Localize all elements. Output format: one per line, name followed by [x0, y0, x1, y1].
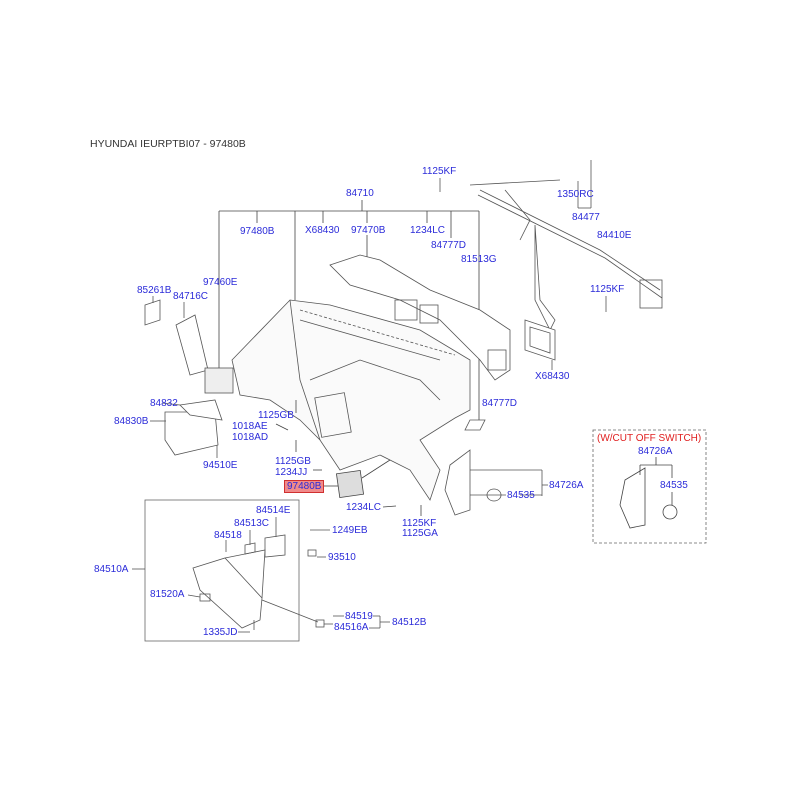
part-label-84726a[interactable]: 84726A	[638, 446, 673, 457]
part-label-84410e[interactable]: 84410E	[597, 230, 632, 241]
diagram-title: HYUNDAI IEURPTBI07 - 97480B	[90, 138, 246, 150]
part-label-84535[interactable]: 84535	[660, 480, 688, 491]
part-label-84777d[interactable]: 84777D	[482, 398, 518, 409]
part-label-84477[interactable]: 84477	[572, 212, 600, 223]
glove-box-group	[132, 499, 390, 642]
side-cover-left	[144, 296, 234, 458]
part-label-85261b[interactable]: 85261B	[137, 285, 172, 296]
part-label-1125ga[interactable]: 1125GA	[402, 528, 438, 539]
part-label-1350rc[interactable]: 1350RC	[557, 189, 594, 200]
part-label-84514e[interactable]: 84514E	[256, 505, 291, 516]
side-cover-right	[444, 419, 548, 516]
part-label-1125gb[interactable]: 1125GB	[258, 410, 294, 421]
part-label-1249eb[interactable]: 1249EB	[332, 525, 368, 536]
part-label-x68430[interactable]: X68430	[535, 371, 570, 382]
part-label-1125kf[interactable]: 1125KF	[590, 284, 625, 295]
part-label-84535[interactable]: 84535	[507, 490, 535, 501]
part-label-1234lc[interactable]: 1234LC	[410, 225, 446, 236]
part-label-84726a[interactable]: 84726A	[549, 480, 584, 491]
part-label-84777d[interactable]: 84777D	[431, 240, 467, 251]
variant-note: (W/CUT OFF SWITCH)	[597, 433, 702, 444]
variant-box	[592, 429, 707, 544]
part-label-1125gb[interactable]: 1125GB	[275, 456, 311, 467]
part-label-81513g[interactable]: 81513G	[461, 254, 497, 265]
air-duct	[329, 254, 511, 381]
part-label-84516a[interactable]: 84516A	[334, 622, 369, 633]
crash-pad-body	[231, 299, 471, 501]
part-label-1125kf[interactable]: 1125KF	[402, 518, 437, 529]
part-label-84716c[interactable]: 84716C	[173, 291, 209, 302]
part-label-84519[interactable]: 84519	[345, 611, 373, 622]
part-label-84830b[interactable]: 84830B	[114, 416, 149, 427]
part-label-84513c[interactable]: 84513C	[234, 518, 270, 529]
part-label-97480b[interactable]: 97480B	[240, 226, 275, 237]
part-label-94510e[interactable]: 94510E	[203, 460, 238, 471]
part-label-84710[interactable]: 84710	[346, 188, 374, 199]
part-label-84832[interactable]: 84832	[150, 398, 178, 409]
part-label-x68430[interactable]: X68430	[305, 225, 340, 236]
part-label-1234lc[interactable]: 1234LC	[346, 502, 382, 513]
part-label-1234jj[interactable]: 1234JJ	[275, 467, 308, 478]
part-label-1018ae[interactable]: 1018AE	[232, 421, 268, 432]
bezel-x68430	[524, 319, 556, 370]
part-label-84510a[interactable]: 84510A	[94, 564, 129, 575]
part-label-93510[interactable]: 93510	[328, 552, 356, 563]
part-label-84512b[interactable]: 84512B	[392, 617, 427, 628]
part-label-84518[interactable]: 84518	[214, 530, 242, 541]
part-label-1018ad[interactable]: 1018AD	[232, 432, 269, 443]
part-label-1125kf[interactable]: 1125KF	[422, 166, 457, 177]
part-label-97470b[interactable]: 97470B	[351, 225, 386, 236]
cowl-cross-bar	[439, 160, 663, 331]
part-label-97480b-highlighted[interactable]: 97480B	[284, 480, 325, 493]
part-label-81520a[interactable]: 81520A	[150, 589, 185, 600]
part-label-1335jd[interactable]: 1335JD	[203, 627, 238, 638]
part-label-97460e[interactable]: 97460E	[203, 277, 238, 288]
vent-97480b	[275, 400, 422, 516]
